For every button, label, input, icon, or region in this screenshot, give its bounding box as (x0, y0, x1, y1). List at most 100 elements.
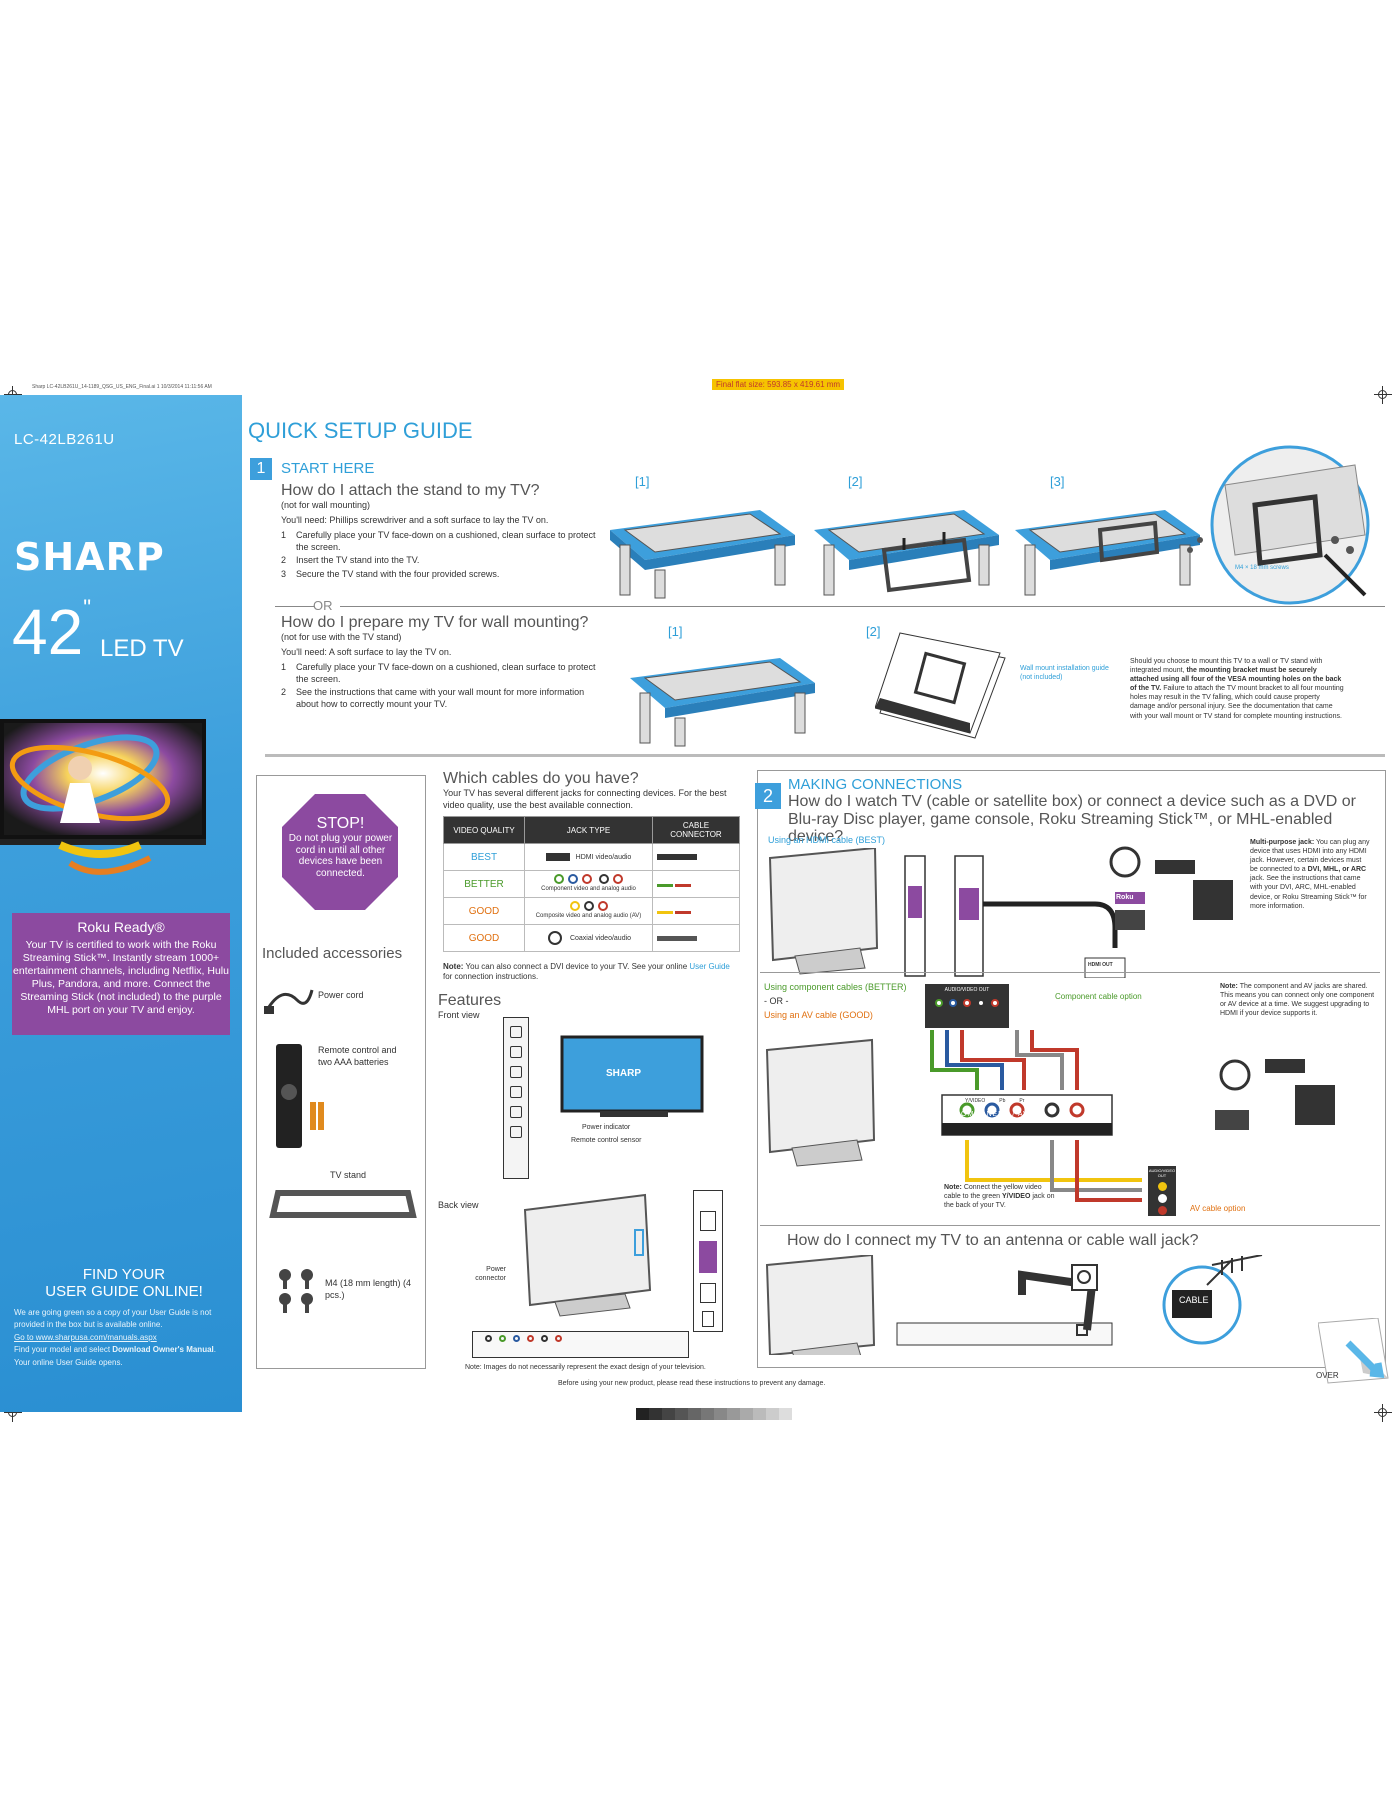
wall-need: You'll need: A soft surface to lay the T… (281, 647, 452, 657)
av-label: Using an AV cable (GOOD) (764, 1010, 873, 1020)
device-av-out: AUDIO/VIDEO OUT (925, 984, 1009, 1028)
tv-stand-image (269, 1190, 417, 1218)
color-bar (636, 1408, 792, 1420)
screws-label: M4 (18 mm length) (4 pcs.) (325, 1278, 412, 1300)
screws-image (279, 1269, 313, 1313)
table-row: BETTER Component video and analog audio (443, 870, 740, 898)
connections-panel (757, 770, 1386, 1368)
wall-note: Should you choose to mount this TV to a … (1130, 658, 1344, 720)
power-cord-image (264, 989, 314, 1014)
jack-label-y: Y/VIDEO (965, 1098, 986, 1104)
find-line-2: USER GUIDE ONLINE! (45, 1282, 203, 1300)
or-small: - OR - (764, 996, 789, 1006)
tv-product-image (0, 719, 206, 875)
devices-image (1109, 846, 1233, 930)
stand-fig-3-label: [3] (1050, 474, 1065, 489)
table-row: BEST HDMI video/audio (443, 843, 740, 871)
antenna-question: How do I connect my TV to an antenna or … (787, 1232, 1199, 1249)
wall-question: How do I prepare my TV for wall mounting… (281, 614, 589, 631)
stand-fig-1-label: [1] (635, 474, 650, 489)
tv-front-brand: SHARP (606, 1068, 642, 1079)
av-option-label: AV cable option (1190, 1204, 1246, 1213)
brand-logo: SHARP (14, 535, 165, 579)
wall-fig-2-label: [2] (866, 624, 881, 639)
power-cord-label: Power cord (318, 990, 364, 1000)
power-indicator-label: Power indicator (582, 1124, 631, 1131)
cables-table: VIDEO QUALITY JACK TYPE CABLE CONNECTOR … (443, 816, 740, 952)
power-connector-label: Power connector (475, 1266, 506, 1283)
page-title: QUICK SETUP GUIDE (248, 418, 473, 443)
multipurpose-note: Multi-purpose jack: You can plug any dev… (1250, 839, 1370, 910)
cables-title: Which cables do you have? (443, 770, 639, 787)
find-p2[interactable]: Go to www.sharpusa.com/manuals.aspx (14, 1332, 157, 1342)
or-line-left (275, 606, 315, 607)
model-number: LC-42LB261U (14, 431, 115, 448)
component-devices-image (1215, 1059, 1335, 1130)
tv-stand-label: TV stand (330, 1170, 367, 1180)
table-row: GOOD Composite video and analog audio (A… (443, 897, 740, 925)
wall-sub: (not for use with the TV stand) (281, 632, 402, 642)
stand-need: You'll need: Phillips screwdriver and a … (281, 515, 549, 525)
crop-mark-br (1374, 1404, 1392, 1422)
stand-fig-2 (814, 510, 999, 596)
final-size-tag: Final flat size: 593.85 x 419.61 mm (712, 379, 845, 390)
jack-label-row: Y/VIDEO Pb Pr (965, 1098, 1024, 1104)
wall-guide-label: Wall mount installation guide(not includ… (1020, 665, 1109, 682)
find-p1: We are going green so a copy of your Use… (14, 1308, 212, 1330)
over-label[interactable]: OVER (1316, 1371, 1339, 1380)
find-user-guide: FIND YOUR USER GUIDE ONLINE! (12, 1266, 236, 1300)
component-diagram (765, 1030, 1142, 1202)
stand-question: How do I attach the stand to my TV? (281, 482, 540, 499)
antenna-diagram (765, 1255, 1263, 1355)
rear-jack-strip (472, 1331, 689, 1358)
footer-note: Before using your new product, please re… (558, 1380, 826, 1387)
hdmi-diagram (768, 848, 1126, 978)
conn-divider-1 (760, 972, 1380, 973)
col-cable-connector: CABLE CONNECTOR (652, 816, 740, 844)
find-p4: Your online User Guide opens. (14, 1357, 123, 1367)
find-line-1: FIND YOUR (82, 1266, 166, 1283)
shared-jacks-note: Note: The component and AV jacks are sha… (1220, 983, 1375, 1018)
making-connections-title: MAKING CONNECTIONS (788, 776, 963, 793)
hdmi-label: Using an HDMI cable (BEST) (768, 835, 886, 845)
stand-fig-3 (1015, 510, 1203, 596)
features-title: Features (438, 992, 502, 1009)
dvi-note: Note: You can also connect a DVI device … (443, 962, 730, 982)
tv-size: 42" (12, 595, 91, 668)
connections-question: How do I watch TV (cable or satellite bo… (788, 793, 1356, 846)
wall-fig-1-label: [1] (668, 624, 683, 639)
conn-divider-2 (760, 1225, 1380, 1226)
screw-detail-circle (1210, 445, 1370, 605)
screw-label: M4 × 18 mm screws (1235, 565, 1289, 571)
find-p3: Find your model and select Download Owne… (14, 1345, 216, 1355)
side-buttons-panel (503, 1017, 529, 1179)
sidebar: LC-42LB261U SHARP 42" LED TV Roku Ready®… (0, 395, 242, 1412)
roku-title: Roku Ready® (77, 919, 165, 935)
section-divider (265, 754, 1385, 757)
jack-label-pr: Pr (1019, 1098, 1025, 1104)
accessories-title: Included accessories (262, 945, 403, 962)
stand-fig-2-label: [2] (848, 474, 863, 489)
remote-sensor-label: Remote control sensor (571, 1137, 642, 1144)
wall-mount-guide-image (875, 632, 1006, 739)
tv-back-image (523, 1193, 652, 1317)
stand-fig-1 (610, 510, 795, 599)
component-option-label: Component cable option (1055, 992, 1142, 1001)
remote-label: Remote control and two AAA batteries (318, 1045, 397, 1067)
crop-mark-tr (1374, 386, 1392, 404)
yellow-cable-note: Note: Connect the yellow video cable to … (944, 1184, 1055, 1210)
stand-sub: (not for wall mounting) (281, 500, 371, 510)
accessories-panel (256, 775, 426, 1369)
stop-text: STOP! Do not plug your power cord in unt… (288, 815, 393, 879)
remote-image (276, 1044, 324, 1148)
component-av-tag: COMPONENT / AV (955, 1111, 1029, 1118)
page-curl (1318, 1318, 1389, 1384)
slug-line: Sharp LC-42LB261U_14-1189_QSG_US_ENG_Fin… (32, 384, 212, 390)
component-label: Using component cables (BETTER) (764, 982, 907, 992)
find-details: We are going green so a copy of your Use… (14, 1307, 234, 1369)
cable-tag: CABLE (1179, 1295, 1209, 1305)
device-audio-out: AUDIO/VIDEO OUT (1148, 1166, 1176, 1216)
cables-intro: Your TV has several different jacks for … (443, 788, 727, 810)
